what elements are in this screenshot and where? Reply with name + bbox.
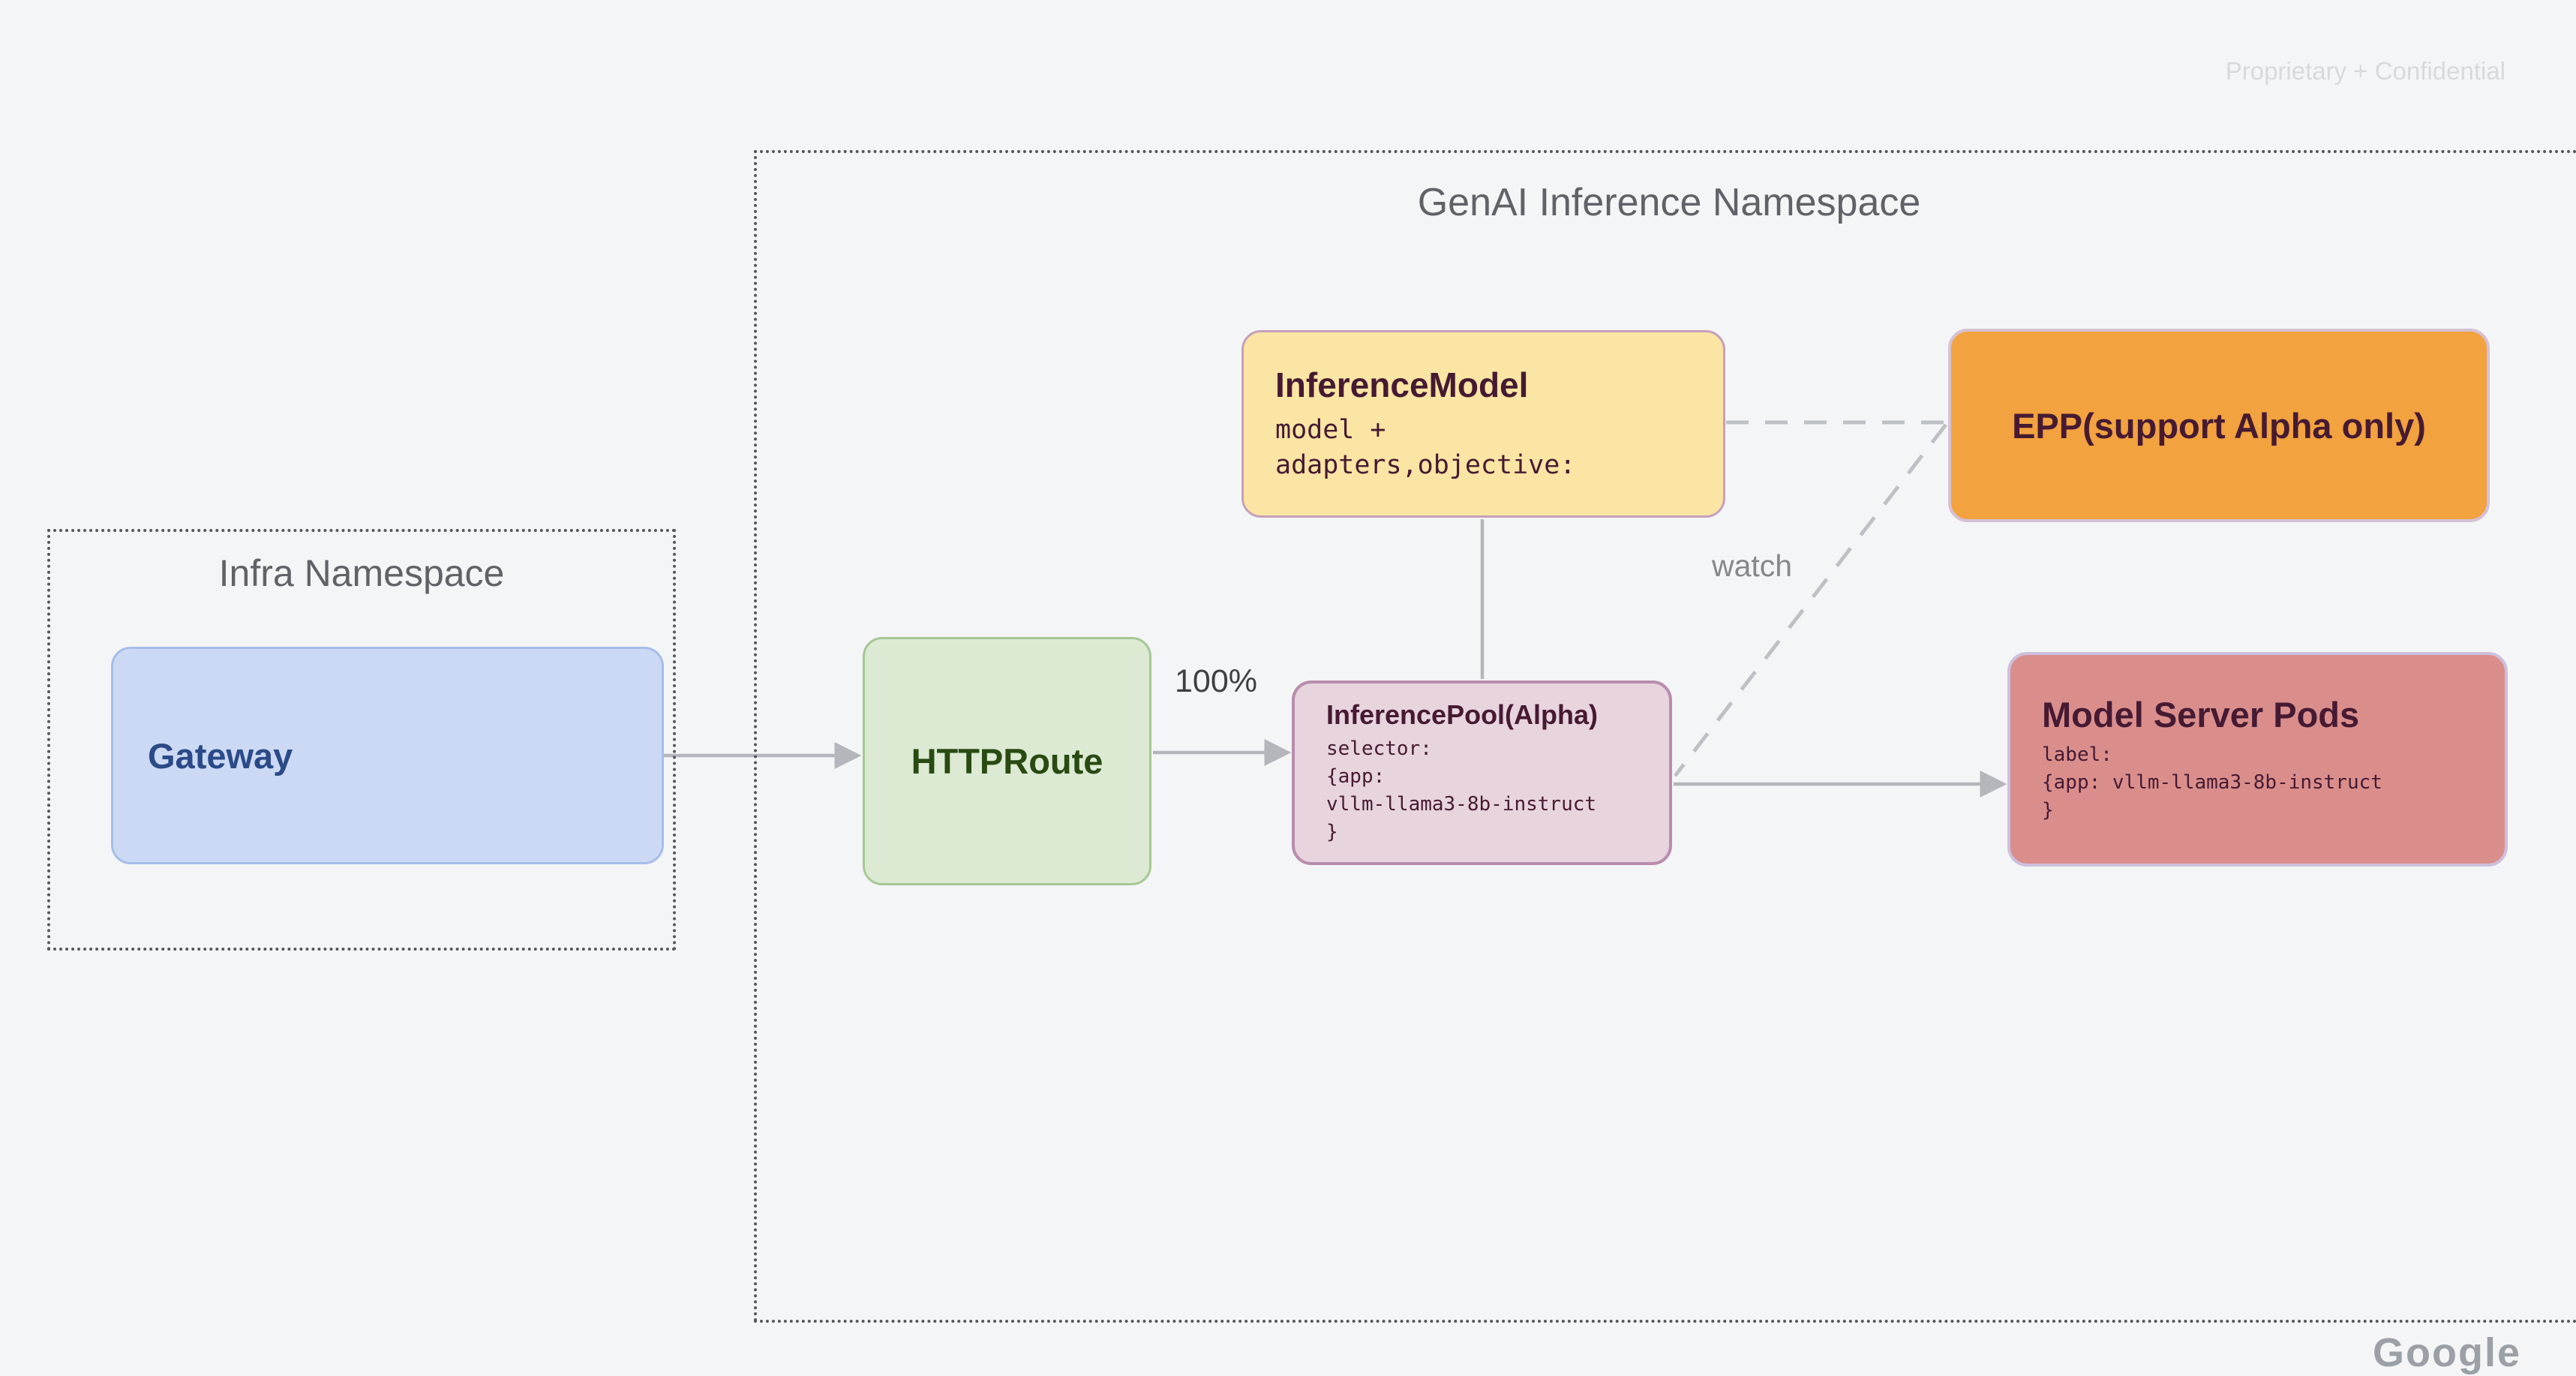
infra-namespace-title: Infra Namespace (218, 552, 505, 594)
epp-node: EPP(support Alpha only) (1948, 329, 2490, 522)
watch-label: watch (1712, 548, 1793, 583)
confidential-watermark: Proprietary + Confidential (2225, 57, 2505, 85)
route-weight-label: 100% (1175, 663, 1257, 699)
inference-pool-body-line: selector: (1326, 738, 1432, 760)
epp-label: EPP(support Alpha only) (2012, 405, 2426, 446)
inference-pool-body-line: } (1326, 821, 1338, 843)
model-server-pods-body-line: {app: vllm-llama3-8b-instruct (2042, 771, 2382, 794)
genai-namespace-title: GenAI Inference Namespace (1417, 181, 1921, 224)
httproute-node: HTTPRoute (863, 637, 1151, 885)
model-server-pods-node: Model Server Pods label: {app: vllm-llam… (2007, 652, 2508, 867)
inference-model-title: InferenceModel (1275, 365, 1529, 404)
gateway-label: Gateway (148, 735, 293, 776)
gateway-node: Gateway (111, 647, 664, 864)
inference-pool-title: InferencePool(Alpha) (1326, 699, 1599, 730)
inference-model-body-line: adapters,objective: (1275, 450, 1576, 480)
inference-model-body-line: model + (1275, 415, 1386, 445)
model-server-pods-body-line: } (2042, 799, 2054, 822)
httproute-label: HTTPRoute (911, 741, 1103, 781)
inference-model-node: InferenceModel model + adapters,objectiv… (1241, 330, 1725, 518)
model-server-pods-body-line: label: (2042, 744, 2112, 766)
model-server-pods-title: Model Server Pods (2042, 695, 2360, 735)
google-logo-partial: Google (2373, 1330, 2521, 1375)
inference-pool-body-line: {app: (1326, 765, 1386, 788)
genai-namespace-box: GenAI Inference Namespace (754, 150, 2576, 1323)
infra-namespace-box: Infra Namespace (47, 529, 676, 951)
inference-pool-body-line: vllm-llama3-8b-instruct (1326, 793, 1597, 816)
inference-pool-node: InferencePool(Alpha) selector: {app: vll… (1292, 680, 1672, 865)
